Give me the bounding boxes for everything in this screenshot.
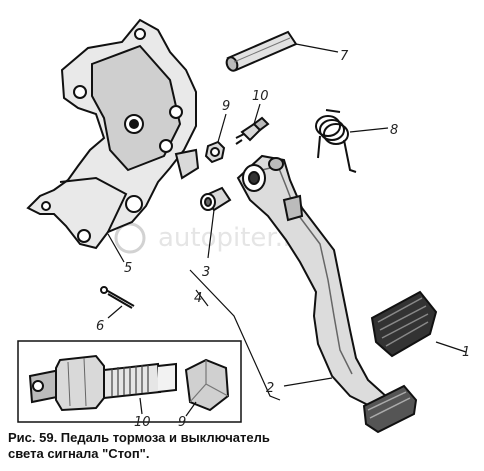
- pedal-pad-cover: [370, 290, 438, 358]
- callout-7: 7: [340, 49, 349, 64]
- callout-3: 3: [202, 265, 210, 280]
- brake-pedal-lever: [236, 154, 390, 410]
- pedal-pad: [362, 384, 418, 434]
- axle-pin: [225, 30, 298, 72]
- caption-line-1: Рис. 59. Педаль тормоза и выключатель: [8, 430, 270, 445]
- callout-9-inset: 9: [178, 415, 186, 430]
- callout-2: 2: [266, 381, 274, 396]
- caption-line-2: света сигнала "Стоп".: [8, 446, 150, 461]
- callout-10: 10: [252, 89, 269, 104]
- callout-8: 8: [390, 123, 398, 138]
- nut-enlarged: [184, 358, 230, 412]
- nut: [204, 140, 226, 164]
- callouts: 1 2 3 4 5 6 7 8 9 10 9 10: [96, 49, 470, 430]
- bushing: [200, 186, 232, 212]
- pedal-bracket: [26, 18, 200, 250]
- return-spring: [315, 109, 357, 173]
- leader-lines: [107, 43, 467, 417]
- stop-switch-enlarged: [28, 354, 177, 412]
- callout-1: 1: [462, 345, 470, 360]
- callout-10-inset: 10: [134, 415, 151, 430]
- inset-frame: [17, 340, 242, 423]
- cotter-pin: [100, 286, 135, 309]
- callout-6: 6: [96, 319, 104, 334]
- callout-4: 4: [194, 291, 202, 306]
- figure-caption: Рис. 59. Педаль тормоза и выключатель св…: [8, 430, 478, 462]
- callout-5: 5: [124, 261, 132, 276]
- callout-9: 9: [222, 99, 230, 114]
- stop-switch-small: [235, 116, 270, 145]
